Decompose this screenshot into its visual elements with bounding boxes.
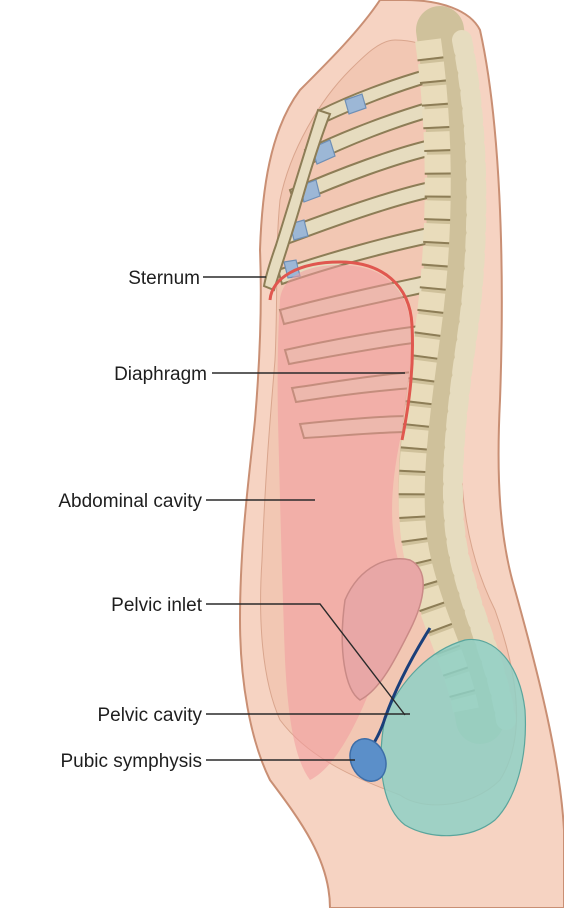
label-pelvic-inlet: Pelvic inlet [111,595,203,616]
label-sternum: Sternum [128,268,200,289]
label-abdominal-cavity: Abdominal cavity [58,491,202,512]
label-pelvic-cavity: Pelvic cavity [97,705,202,726]
label-pubic-symphysis: Pubic symphysis [61,751,203,772]
label-diaphragm: Diaphragm [114,364,207,385]
